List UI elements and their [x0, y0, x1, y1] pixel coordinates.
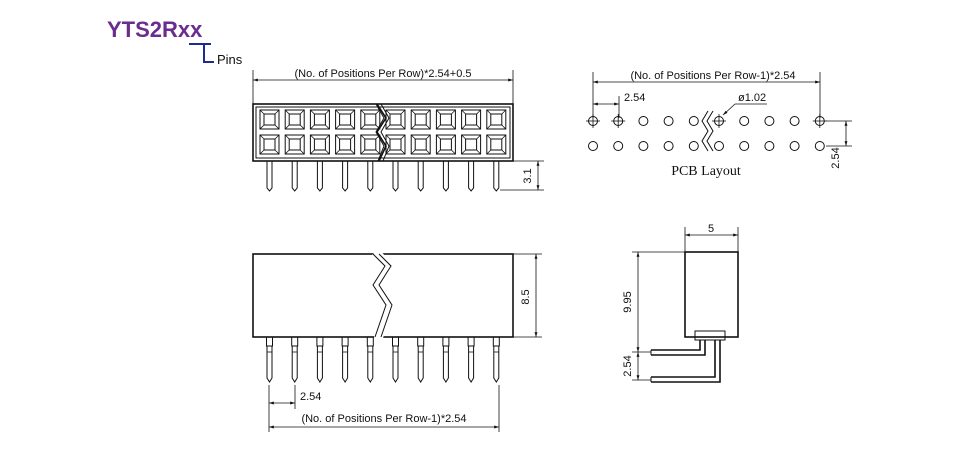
contact-cell [259, 109, 280, 130]
front-pin [266, 336, 273, 383]
contact-cell [335, 134, 356, 155]
front-pin [291, 336, 299, 383]
front-height-dim: 8.5 [520, 289, 532, 304]
part-number: YTS2Rxx [107, 17, 203, 42]
front-pin [467, 336, 475, 383]
pcb-hole [764, 141, 775, 151]
pins-label: Pins [217, 52, 243, 67]
pcb-hole [739, 116, 750, 126]
pcb-hole [812, 114, 827, 128]
pcb-layout: (No. of Positions Per Row-1)*2.54 2.54 ø… [586, 70, 852, 179]
top-pin [493, 161, 500, 192]
top-pin [442, 161, 449, 192]
top-width-dim: (No. of Positions Per Row)*2.54+0.5 [294, 68, 471, 80]
front-pin [417, 336, 425, 383]
top-pin [291, 161, 298, 192]
pcb-caption: PCB Layout [671, 164, 741, 179]
top-pin [367, 161, 374, 192]
pcb-hole [663, 141, 674, 151]
pcb-hole [611, 114, 626, 128]
contact-cell [385, 109, 406, 130]
side-row-pitch-dim: 2.54 [622, 355, 634, 376]
contact-cell [461, 134, 482, 155]
side-width-dim: 5 [708, 223, 714, 235]
contact-cell [435, 134, 456, 155]
top-pin [468, 161, 475, 192]
side-housing [684, 251, 739, 338]
contact-cell [360, 134, 381, 155]
pcb-pitch-dim: 2.54 [624, 92, 645, 104]
pins-bracket [189, 43, 214, 63]
front-pin [442, 336, 450, 383]
hole-diameter-dim: ø1.02 [738, 92, 766, 104]
front-pins [266, 336, 500, 383]
top-pin [417, 161, 424, 192]
pcb-hole [688, 141, 699, 151]
side-height-dim: 9.95 [622, 291, 634, 312]
top-view: (No. of Positions Per Row)*2.54+0.5 3.1 [252, 68, 544, 192]
pcb-hole [638, 141, 649, 151]
contact-cell [410, 109, 431, 130]
front-span-dim: (No. of Positions Per Row-1)*2.54 [301, 413, 466, 425]
contact-cell [360, 109, 381, 130]
pcb-hole [712, 114, 726, 128]
pcb-hole [638, 116, 649, 126]
contact-cell [309, 109, 330, 130]
pcb-hole [764, 116, 775, 126]
pcb-hole [586, 114, 600, 128]
pcb-hole [789, 116, 800, 126]
pcb-row-pitch-dim: 2.54 [830, 147, 842, 168]
contact-cell [309, 134, 330, 155]
top-pin [342, 161, 349, 192]
contact-cell [335, 109, 356, 130]
contact-cell [461, 109, 482, 130]
top-contact-cells [259, 109, 507, 155]
contact-cell [259, 134, 280, 155]
front-pitch-dim: 2.54 [300, 391, 321, 403]
pcb-hole [814, 141, 825, 151]
pcb-hole [613, 141, 624, 151]
part-number-header: YTS2Rxx Pins [107, 17, 243, 67]
pcb-hole [789, 141, 800, 151]
pcb-hole [714, 141, 724, 151]
front-pin [341, 336, 349, 383]
contact-cell [435, 109, 456, 130]
top-pin [392, 161, 399, 192]
front-view: 8.5 2.54 (No. of Positions Per Row-1)*2.… [252, 248, 542, 432]
pcb-span-dim: (No. of Positions Per Row-1)*2.54 [630, 70, 795, 82]
contact-cell [284, 109, 305, 130]
front-pin [316, 336, 324, 383]
contact-cell [486, 109, 507, 130]
pcb-hole [688, 116, 699, 126]
pcb-hole [739, 141, 750, 151]
top-pins [266, 161, 500, 192]
front-pin [392, 336, 399, 383]
side-view: 5 9.95 2.54 [622, 223, 739, 383]
contact-cell [486, 134, 507, 155]
contact-cell [410, 134, 431, 155]
top-pin [316, 161, 323, 192]
pcb-hole [588, 141, 598, 151]
front-pin [492, 336, 500, 383]
pcb-hole [663, 116, 674, 126]
pin-length-dim: 3.1 [522, 168, 534, 183]
pcb-holes [586, 114, 827, 151]
contact-cell [284, 134, 305, 155]
contact-cell [385, 134, 406, 155]
top-pin [266, 161, 273, 192]
front-pin [366, 336, 374, 383]
